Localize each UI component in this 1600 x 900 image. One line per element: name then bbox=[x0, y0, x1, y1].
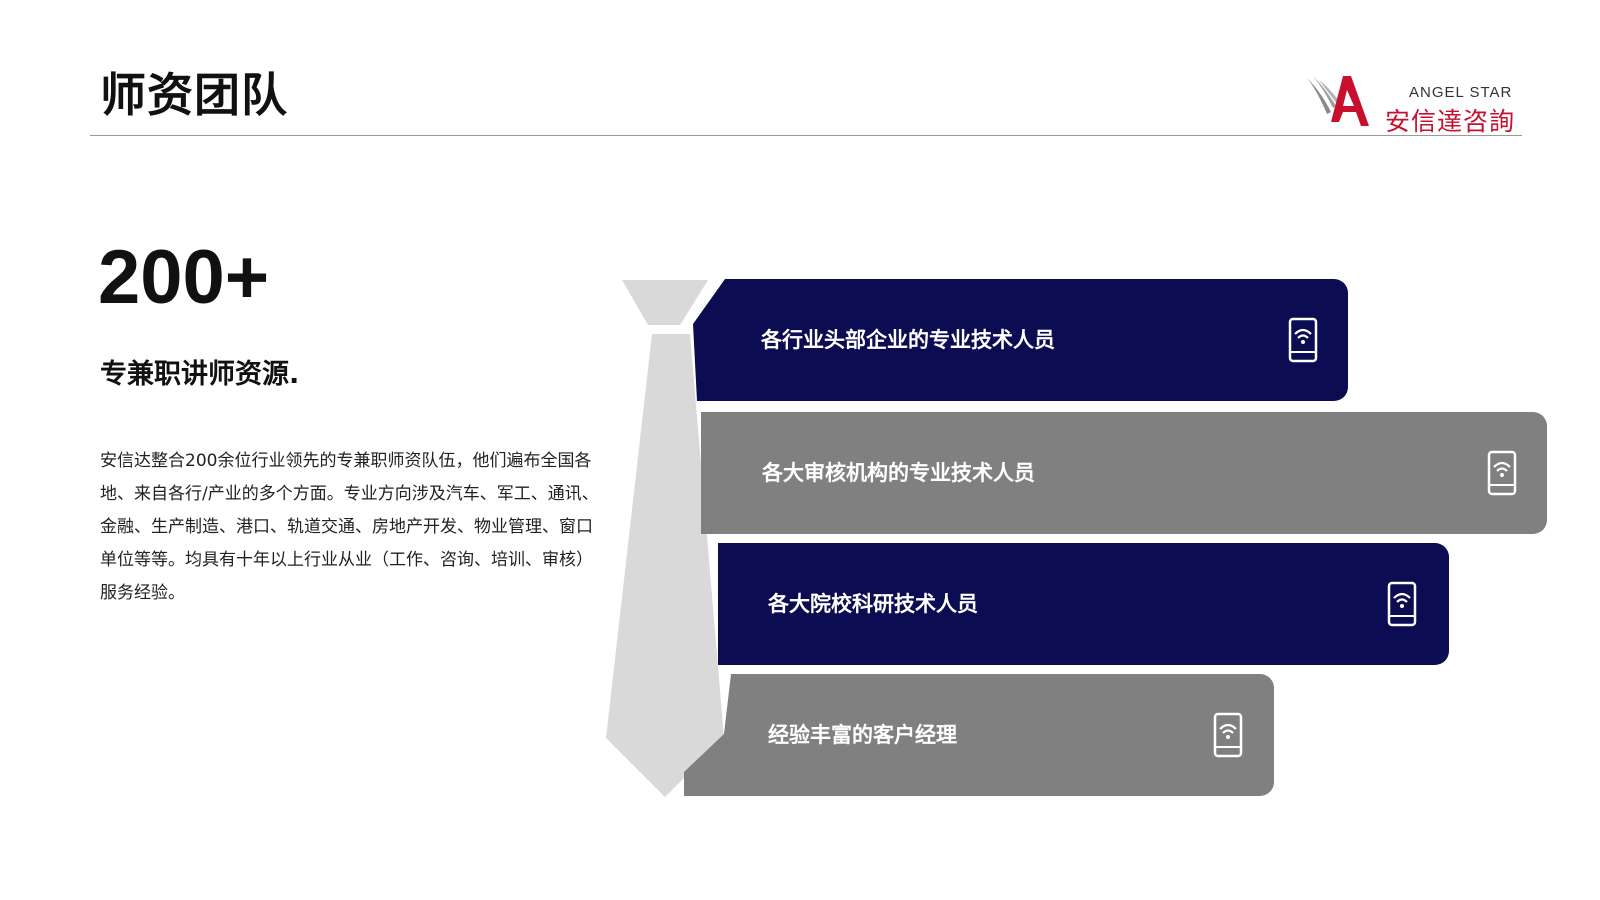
angel-wing-logo-icon bbox=[1307, 76, 1369, 126]
brand-logo: ANGEL STAR 安信達咨詢 bbox=[1305, 74, 1525, 136]
team-item-bar: 各大院校科研技术人员 bbox=[718, 543, 1449, 665]
team-item-bar: 各大审核机构的专业技术人员 bbox=[701, 412, 1547, 534]
header-divider bbox=[90, 135, 1522, 136]
team-item-bar: 各行业头部企业的专业技术人员 bbox=[693, 279, 1348, 401]
stat-subtitle: 专兼职讲师资源. bbox=[100, 359, 300, 390]
phone-wifi-icon bbox=[1487, 450, 1517, 496]
page-title: 师资团队 bbox=[100, 68, 288, 122]
phone-wifi-icon bbox=[1387, 581, 1417, 627]
phone-wifi-icon bbox=[1213, 712, 1243, 758]
stat-value: 200+ bbox=[98, 235, 270, 320]
team-item-bar: 经验丰富的客户经理 bbox=[684, 674, 1274, 796]
team-item-label: 各大审核机构的专业技术人员 bbox=[762, 461, 1035, 485]
logo-chinese-text: 安信達咨詢 bbox=[1385, 107, 1516, 136]
description-text: 安信达整合200余位行业领先的专兼职师资队伍，他们遍布全国各地、来自各行/产业的… bbox=[100, 451, 599, 603]
team-item-label: 各大院校科研技术人员 bbox=[768, 592, 978, 616]
tie-blade bbox=[606, 334, 724, 797]
team-item-label: 各行业头部企业的专业技术人员 bbox=[761, 328, 1055, 352]
team-item-label: 经验丰富的客户经理 bbox=[768, 723, 957, 747]
logo-english-text: ANGEL STAR bbox=[1409, 84, 1513, 101]
phone-wifi-icon bbox=[1288, 317, 1318, 363]
tie-knot bbox=[622, 280, 708, 325]
